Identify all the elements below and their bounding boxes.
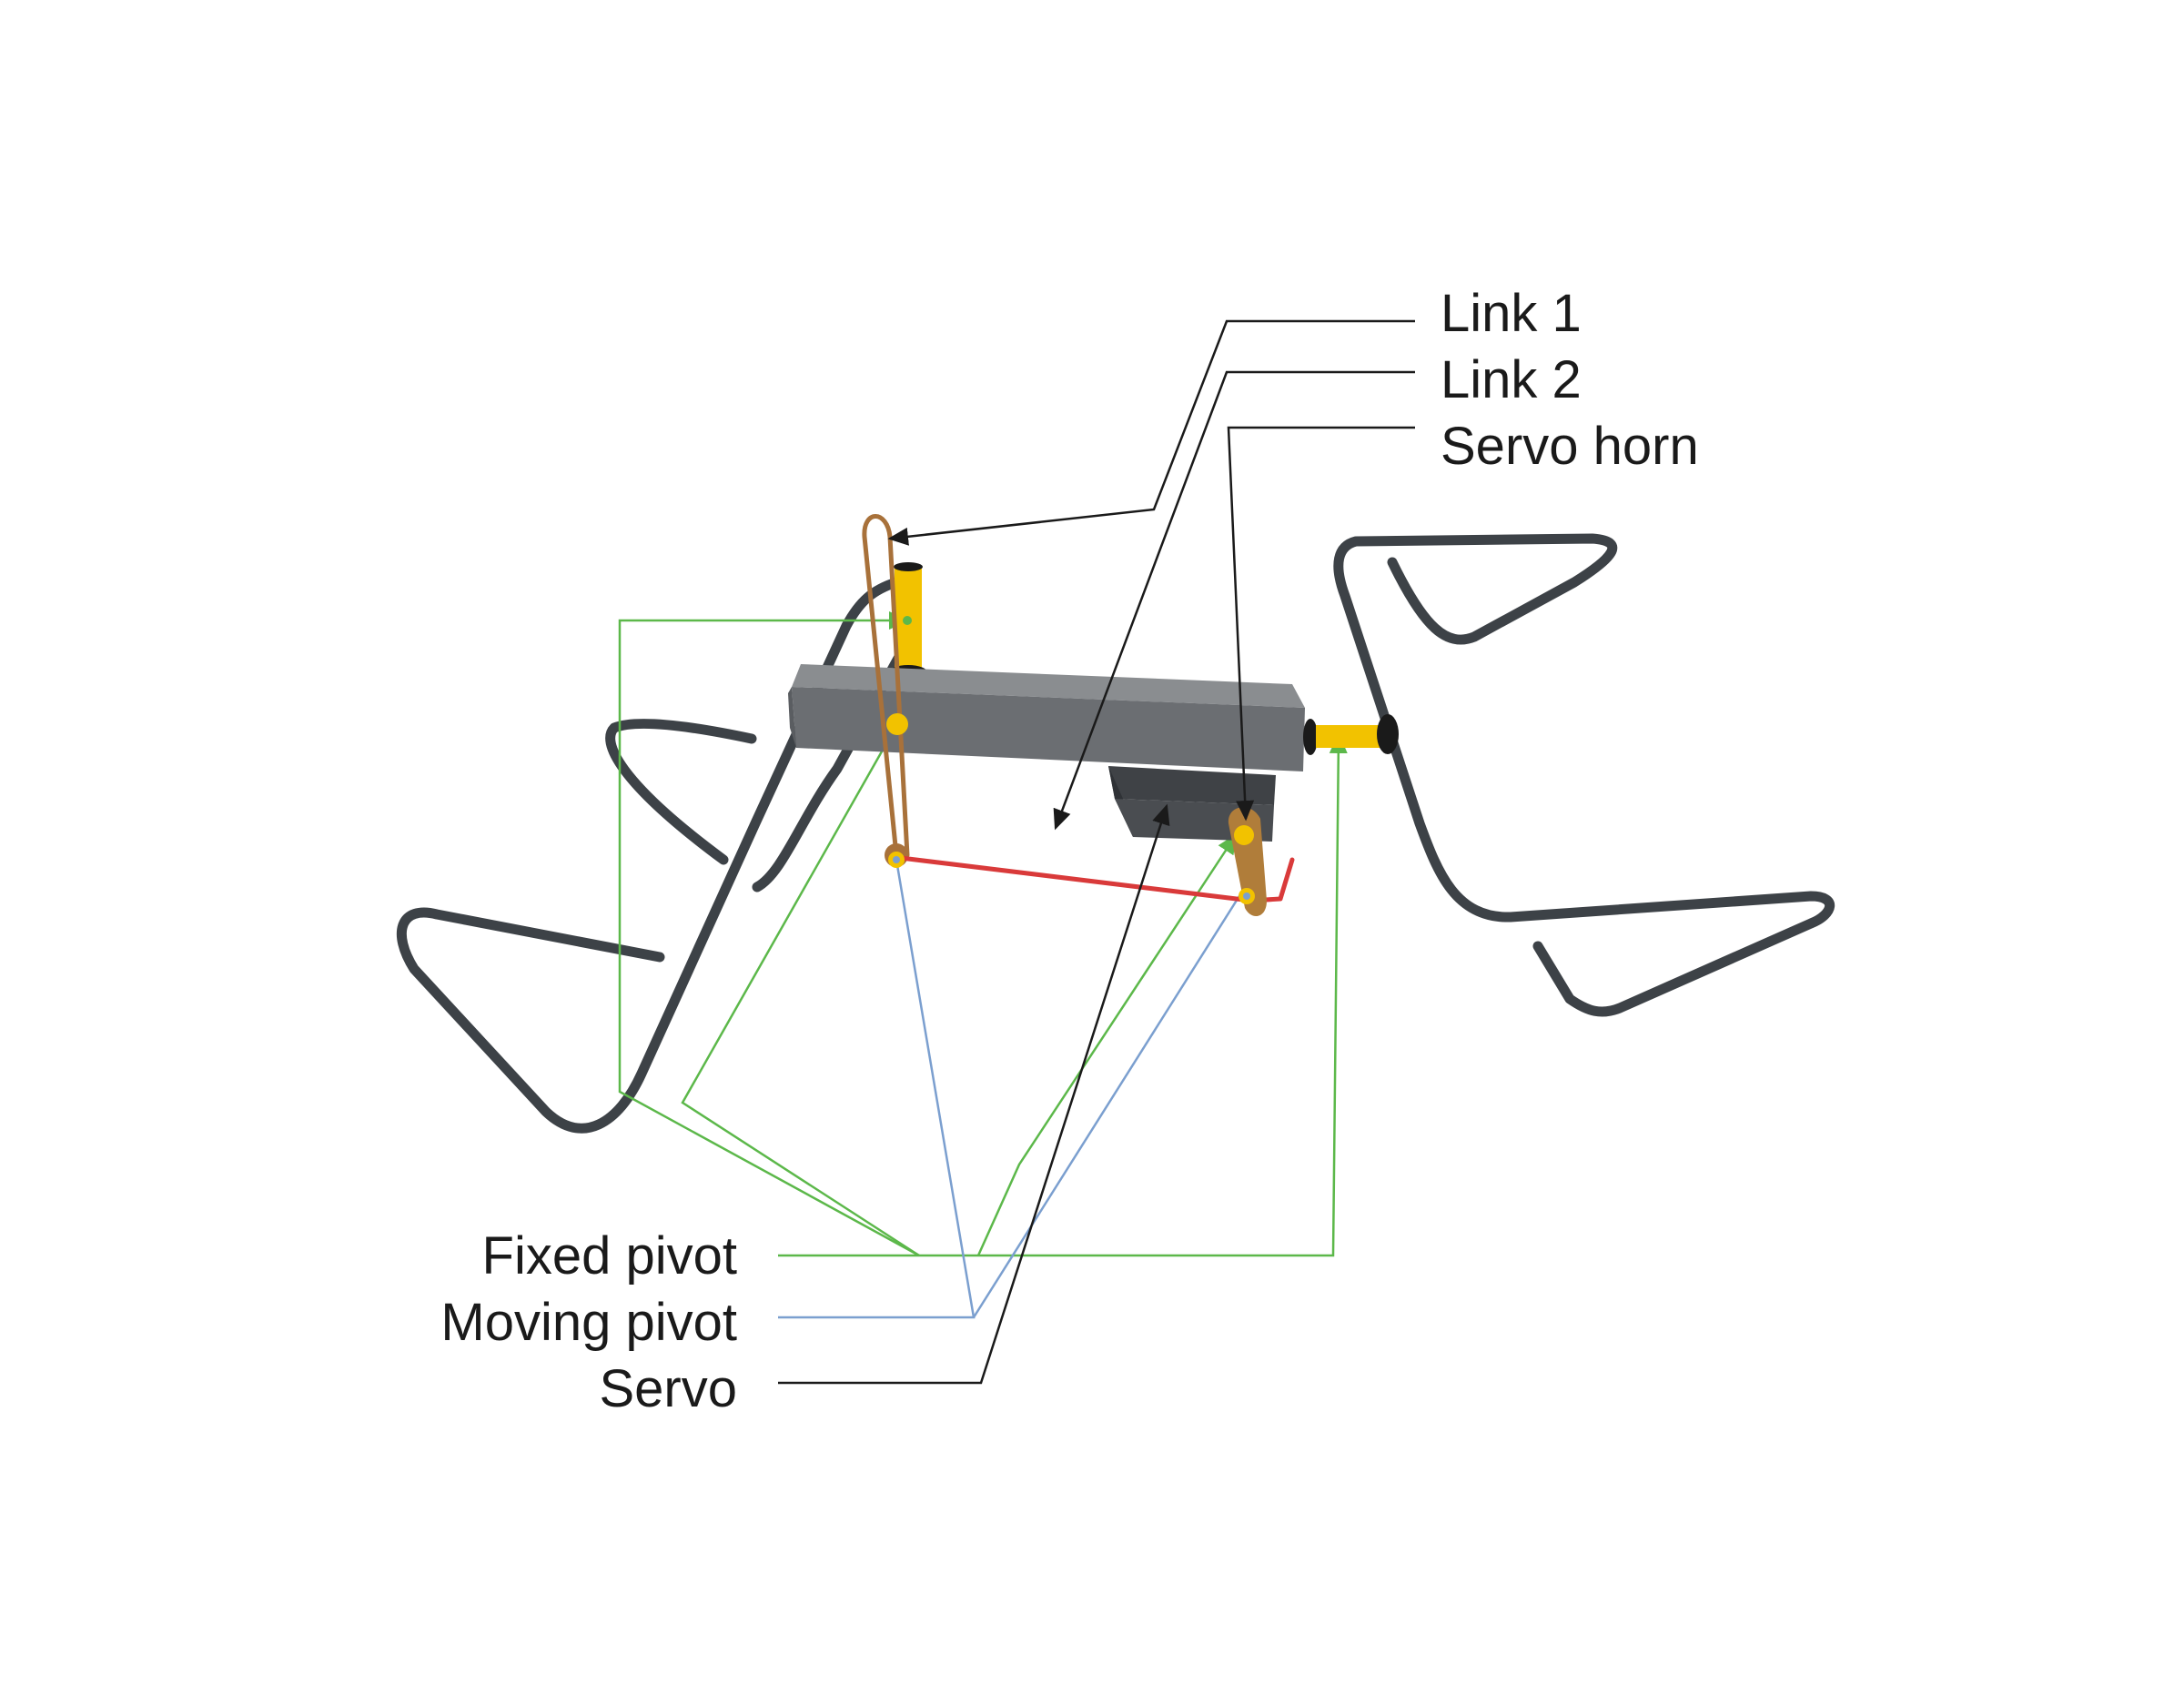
label-servo: Servo bbox=[599, 1359, 737, 1418]
label-fixed-pivot: Fixed pivot bbox=[482, 1226, 737, 1286]
pivots bbox=[886, 616, 1255, 904]
label-link-1: Link 1 bbox=[1441, 284, 1582, 343]
servo-horn-leader bbox=[1227, 426, 1415, 822]
label-moving-pivot: Moving pivot bbox=[440, 1293, 737, 1352]
fixed-pivot-top-pin bbox=[903, 616, 912, 625]
label-link-2: Link 2 bbox=[1441, 350, 1582, 409]
fixed-pivot-leader-beam bbox=[681, 721, 920, 1257]
beam bbox=[788, 664, 1305, 771]
wire-right-upper bbox=[1333, 533, 1835, 1017]
wire-left-arc bbox=[605, 719, 757, 865]
moving-pivot-leaders bbox=[778, 859, 1244, 1319]
fixed-pivot-leader-horn bbox=[976, 832, 1238, 1256]
wire-left-loop bbox=[396, 577, 902, 1134]
link-2 bbox=[898, 855, 1295, 903]
right-axle-pin bbox=[1303, 714, 1399, 755]
label-servo-horn: Servo horn bbox=[1441, 417, 1699, 476]
moving-pivot-leader-main bbox=[778, 859, 976, 1319]
fixed-pivot-beam bbox=[886, 713, 908, 735]
wire-left-inner bbox=[752, 631, 915, 892]
link2-leader bbox=[1053, 370, 1415, 831]
wire-frame bbox=[396, 533, 1835, 1134]
labels: Link 1 Link 2 Servo horn Fixed pivot Mov… bbox=[440, 284, 1698, 1418]
moving-pivot-leader-horn bbox=[972, 891, 1244, 1318]
fixed-pivot-horn bbox=[1234, 825, 1254, 845]
fixed-pivot-leader-top bbox=[618, 611, 920, 1257]
servo-leader bbox=[778, 803, 1170, 1385]
black-leaders bbox=[778, 319, 1415, 1385]
moving-pivot-link1-center bbox=[893, 856, 900, 863]
moving-pivot-horn-center bbox=[1243, 892, 1250, 900]
link1-leader bbox=[887, 319, 1415, 546]
